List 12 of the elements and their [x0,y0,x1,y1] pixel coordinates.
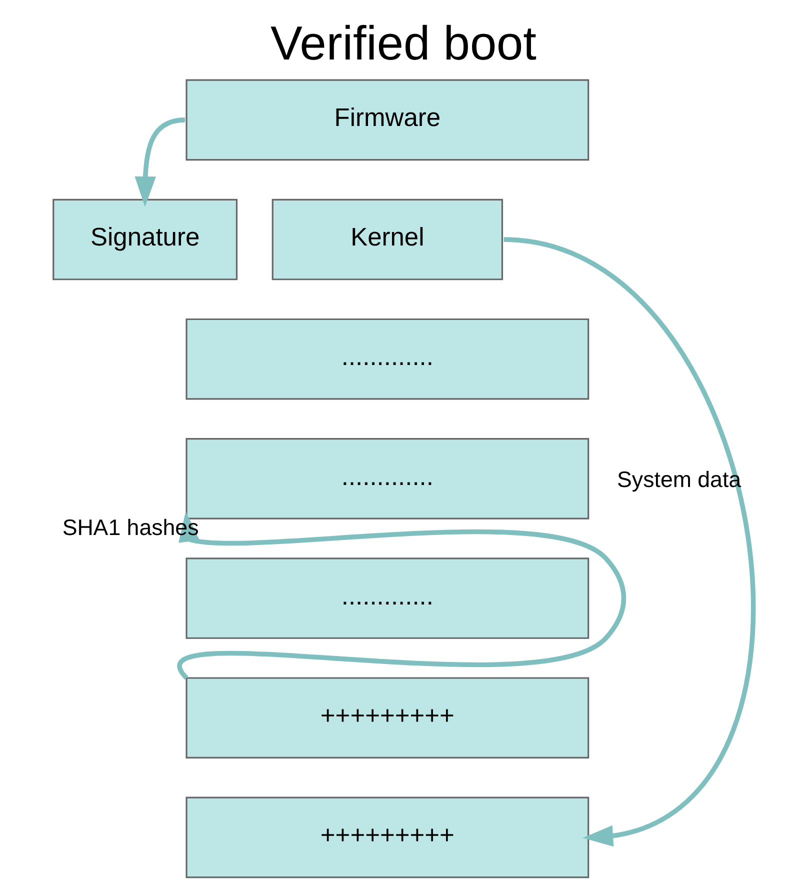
arrow [502,237,756,847]
arrow [134,118,185,207]
node-box: +++++++++ [185,677,589,759]
node-box: Signature [52,198,238,280]
node-box: +++++++++ [185,796,589,878]
node-box: ............. [185,318,589,400]
edge-label: System data [616,467,741,492]
node-box: Kernel [271,198,503,280]
node-box: ............. [185,558,589,639]
node-box: ............. [185,438,589,520]
node-box: Firmware [185,79,589,161]
diagram-title: Verified boot [270,17,536,70]
